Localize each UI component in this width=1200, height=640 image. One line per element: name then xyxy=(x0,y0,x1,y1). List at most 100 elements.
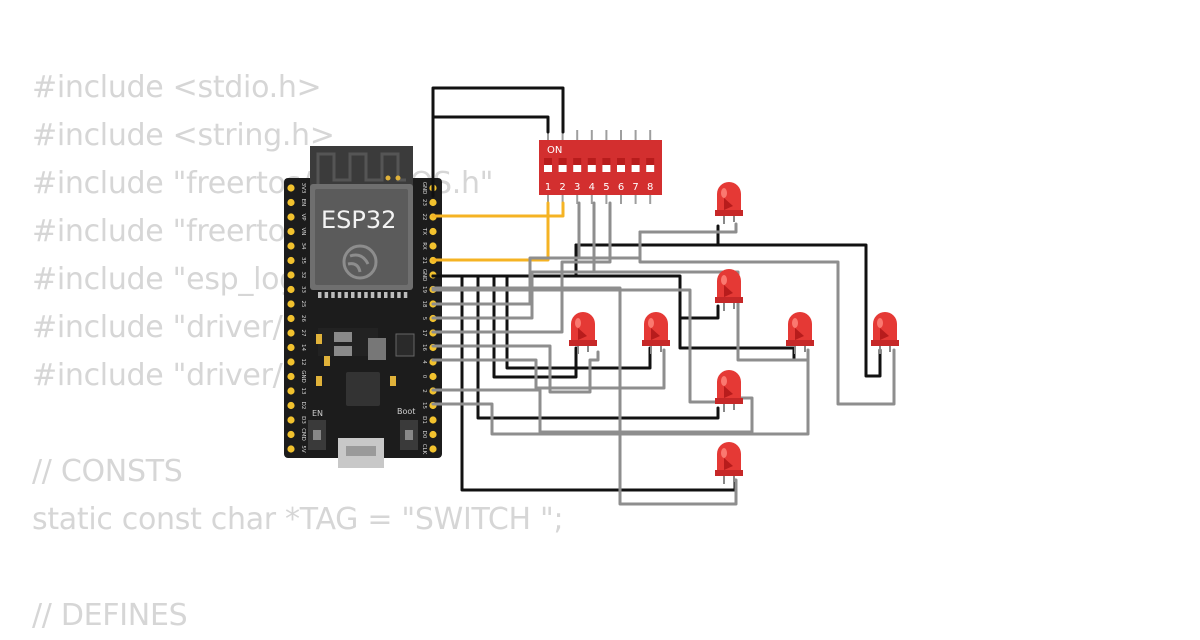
esp32-pin[interactable] xyxy=(287,256,295,265)
code-line: // DEFINES xyxy=(32,598,188,633)
esp32-shield xyxy=(315,189,408,285)
led-indicator xyxy=(395,175,401,181)
component xyxy=(334,332,352,342)
wire-gray xyxy=(431,201,596,320)
esp32-pin[interactable] xyxy=(429,198,437,207)
esp32-pin[interactable] xyxy=(429,445,437,453)
esp32-pin[interactable] xyxy=(287,430,295,439)
dip-number: 2 xyxy=(559,182,565,193)
pin-label: 27 xyxy=(300,330,306,337)
led[interactable] xyxy=(715,370,743,412)
pin-label: 5V xyxy=(300,445,306,452)
pin-label: GND xyxy=(300,370,306,383)
esp32-pin[interactable] xyxy=(287,198,295,207)
dip-toggle-knob xyxy=(631,165,640,172)
led[interactable] xyxy=(871,312,899,354)
module-pad xyxy=(403,292,408,298)
led-highlight xyxy=(877,318,883,328)
esp32-pin[interactable] xyxy=(287,314,295,323)
wire-gray xyxy=(431,348,810,436)
regulator-chip xyxy=(368,338,386,360)
esp32-pin[interactable] xyxy=(287,343,295,352)
pin-label: 26 xyxy=(300,315,306,322)
pin-label: GND xyxy=(421,182,427,195)
esp32-pin[interactable] xyxy=(287,416,295,424)
pin-label: 22 xyxy=(421,214,427,221)
esp32-pin[interactable] xyxy=(429,416,437,424)
led[interactable] xyxy=(642,312,670,354)
pin-label: 2 xyxy=(421,389,427,393)
esp32-pin[interactable] xyxy=(287,285,295,294)
pin-label: 0 xyxy=(421,375,427,379)
esp32-pin[interactable] xyxy=(429,372,437,381)
module-pads xyxy=(318,292,408,298)
pin-label: 13 xyxy=(300,388,306,395)
module-pad xyxy=(337,292,342,298)
wire-gray xyxy=(431,388,754,434)
led-die xyxy=(651,328,660,340)
dip-toggle-knob xyxy=(602,165,611,172)
esp32-pin[interactable] xyxy=(287,213,295,221)
smd-part xyxy=(390,376,396,386)
smd-part xyxy=(316,334,322,344)
module-pad xyxy=(344,292,348,298)
pin-label: CLK xyxy=(421,444,427,455)
boot-button-cap xyxy=(405,430,413,440)
pin-label: TX xyxy=(421,227,427,235)
dip-toggle-knob xyxy=(646,165,655,172)
pin-label: 12 xyxy=(300,359,306,366)
code-line: #include <stdio.h> xyxy=(32,70,322,105)
wire-yellow xyxy=(431,201,550,262)
dip-toggle-knob xyxy=(617,165,625,172)
led-rim xyxy=(642,340,670,346)
code-line: static const char *TAG = "SWITCH "; xyxy=(32,502,564,537)
dip-on-label: ON xyxy=(547,145,562,156)
esp32-pin[interactable] xyxy=(287,300,295,308)
wire-gray xyxy=(580,350,600,394)
esp32-pin[interactable] xyxy=(287,329,295,337)
led-die xyxy=(724,458,733,470)
dip-number: 5 xyxy=(603,182,609,193)
pin-label: 14 xyxy=(300,344,306,351)
wire-gray xyxy=(431,288,720,404)
esp32-pin[interactable] xyxy=(287,184,295,192)
esp32-pin[interactable] xyxy=(287,227,295,236)
esp32-pin[interactable] xyxy=(287,445,295,453)
led[interactable] xyxy=(715,442,743,484)
led-rim xyxy=(715,470,743,476)
pin-label: 15 xyxy=(421,402,427,409)
led-die xyxy=(578,328,587,340)
led-highlight xyxy=(721,275,727,285)
pin-label: 18 xyxy=(421,301,427,308)
led-highlight xyxy=(721,376,727,386)
smd-part xyxy=(324,356,330,366)
led-highlight xyxy=(575,318,581,328)
esp32-pin[interactable] xyxy=(429,430,437,439)
pin-label: 25 xyxy=(300,301,306,308)
esp32-pin[interactable] xyxy=(287,372,295,381)
component xyxy=(395,333,415,357)
esp32-left-pins: 3V3ENVPVN343532332526271412GND13D2D3CMD5… xyxy=(287,183,306,453)
led[interactable] xyxy=(786,312,814,354)
esp32-pin[interactable] xyxy=(287,387,295,395)
esp32-pin[interactable] xyxy=(429,227,437,236)
led[interactable] xyxy=(715,182,743,224)
pin-label: 34 xyxy=(300,243,306,250)
esp32-pin[interactable] xyxy=(287,401,295,410)
pin-label: 16 xyxy=(421,344,427,351)
esp32-pin[interactable] xyxy=(287,271,295,279)
esp32-label: ESP32 xyxy=(321,206,396,234)
led[interactable] xyxy=(715,269,743,311)
led[interactable] xyxy=(569,312,597,354)
pin-label: 17 xyxy=(421,330,427,337)
led-die xyxy=(724,198,733,210)
dip-toggle-knob xyxy=(544,165,552,172)
esp32-pin[interactable] xyxy=(429,242,437,250)
pin-label: 3V3 xyxy=(300,183,306,194)
led-body xyxy=(788,312,812,344)
esp32-pin[interactable] xyxy=(287,242,295,250)
led-body xyxy=(571,312,595,344)
esp32-pin[interactable] xyxy=(287,358,295,366)
